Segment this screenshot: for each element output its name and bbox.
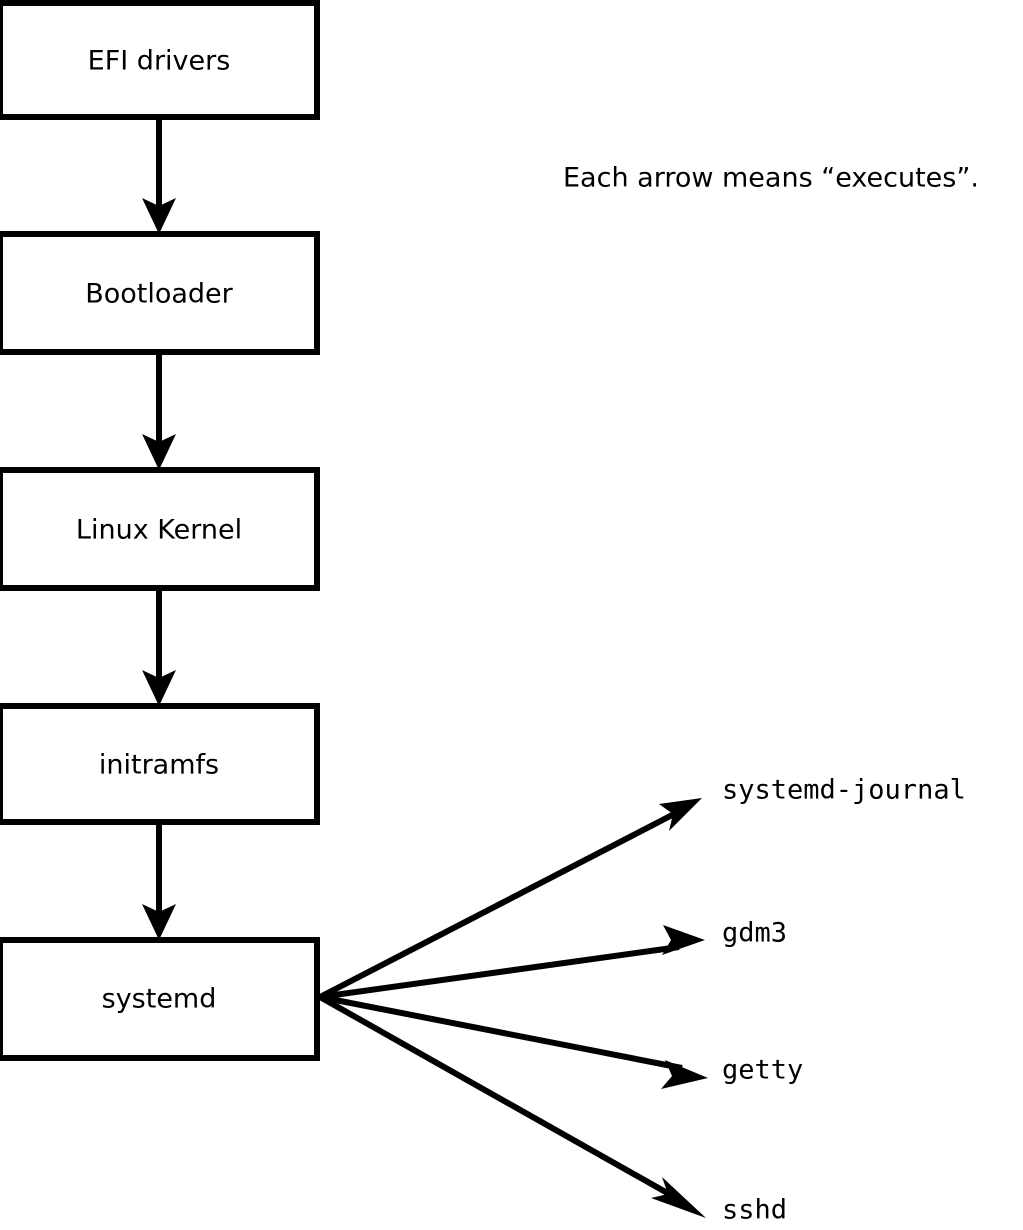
arrow-head-icon: [142, 904, 176, 940]
fan-arrow-gdm3: [319, 925, 705, 1000]
arrow-head-icon: [659, 798, 702, 831]
service-label-getty: getty: [722, 1055, 803, 1086]
stage-box-label: initramfs: [99, 750, 219, 781]
service-label-sshd: sshd: [722, 1195, 787, 1226]
stage-box-rect: [0, 0, 320, 120]
stage-box-label: EFI drivers: [88, 46, 231, 77]
arrow-head-icon: [651, 1177, 706, 1218]
stage-box-rect: [0, 937, 320, 1061]
stage-box-label: Bootloader: [85, 279, 233, 310]
arrow-head-icon: [662, 925, 705, 955]
stage-box-label: Linux Kernel: [76, 515, 242, 546]
arrow-head-icon: [142, 198, 176, 234]
stage-box-initramfs[interactable]: initramfs: [0, 703, 320, 825]
stage-box-linux-kernel[interactable]: Linux Kernel: [0, 467, 320, 591]
fan-arrow-systemd-journal: [318, 798, 702, 1000]
stage-box-rect: [0, 703, 320, 825]
arrow-head-icon: [142, 434, 176, 470]
fan-arrow-getty: [319, 994, 708, 1089]
stage-box-systemd[interactable]: systemd: [0, 937, 320, 1061]
stage-box-efi-drivers[interactable]: EFI drivers: [0, 0, 320, 120]
arrow-head-icon: [142, 670, 176, 706]
service-label-gdm3: gdm3: [722, 918, 787, 949]
fan-arrow-sshd: [318, 994, 706, 1218]
flow-arrow-bootloader-to-kernel: [142, 352, 176, 470]
service-label-systemd-journal: systemd-journal: [722, 775, 966, 806]
legend-note: Each arrow means “executes”.: [563, 163, 979, 194]
stage-box-label: systemd: [102, 984, 217, 1015]
arrow-head-icon: [661, 1060, 708, 1089]
stage-box-rect: [0, 231, 320, 355]
flow-arrow-initramfs-to-systemd: [142, 822, 176, 940]
flow-arrow-kernel-to-initramfs: [142, 588, 176, 706]
flow-arrow-efi-to-bootloader: [142, 117, 176, 234]
stage-box-bootloader[interactable]: Bootloader: [0, 231, 320, 355]
stage-box-rect: [0, 467, 320, 591]
